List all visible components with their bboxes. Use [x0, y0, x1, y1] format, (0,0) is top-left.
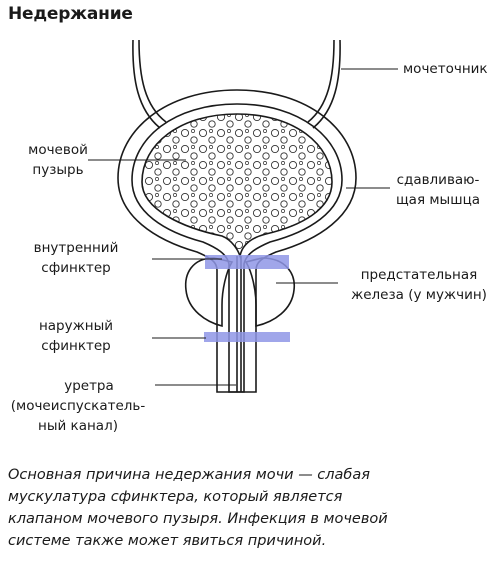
label-bladder: мочевой пузырь	[28, 142, 88, 178]
internal-sphincter	[205, 255, 289, 269]
caption-line: клапаном мочевого пузыря. Инфекция в моч…	[8, 511, 388, 527]
left-ureter-inner	[138, 39, 167, 123]
label-internal-sphincter: внутренний сфинктер	[33, 240, 119, 276]
caption-line: мускулатура сфинктера, который является	[8, 489, 343, 505]
left-ureter	[132, 39, 161, 129]
external-sphincter	[204, 332, 290, 342]
caption-line: Основная причина недержания мочи — слаба…	[8, 467, 370, 483]
right-ureter-inner	[307, 39, 335, 123]
label-external-sphincter: наружный сфинктер	[38, 318, 114, 354]
prostate-gland	[184, 257, 234, 328]
label-detrusor: сдавливаю- щая мышца	[395, 172, 481, 208]
caption: Основная причина недержания мочи — слаба…	[8, 464, 478, 552]
page-title: Недержание	[8, 4, 133, 24]
label-prostate: предстательная железа (у мужчин)	[351, 267, 487, 303]
label-ureter: мочеточник	[403, 61, 488, 77]
right-ureter	[312, 39, 341, 129]
prostate-gland-right	[244, 257, 295, 327]
bladder-inner-lining	[141, 113, 333, 260]
bladder-diagram	[88, 39, 398, 393]
caption-line: системе также может явиться причиной.	[8, 533, 327, 549]
label-urethra: уретра (мочеиспускатель- ный канал)	[10, 378, 146, 434]
